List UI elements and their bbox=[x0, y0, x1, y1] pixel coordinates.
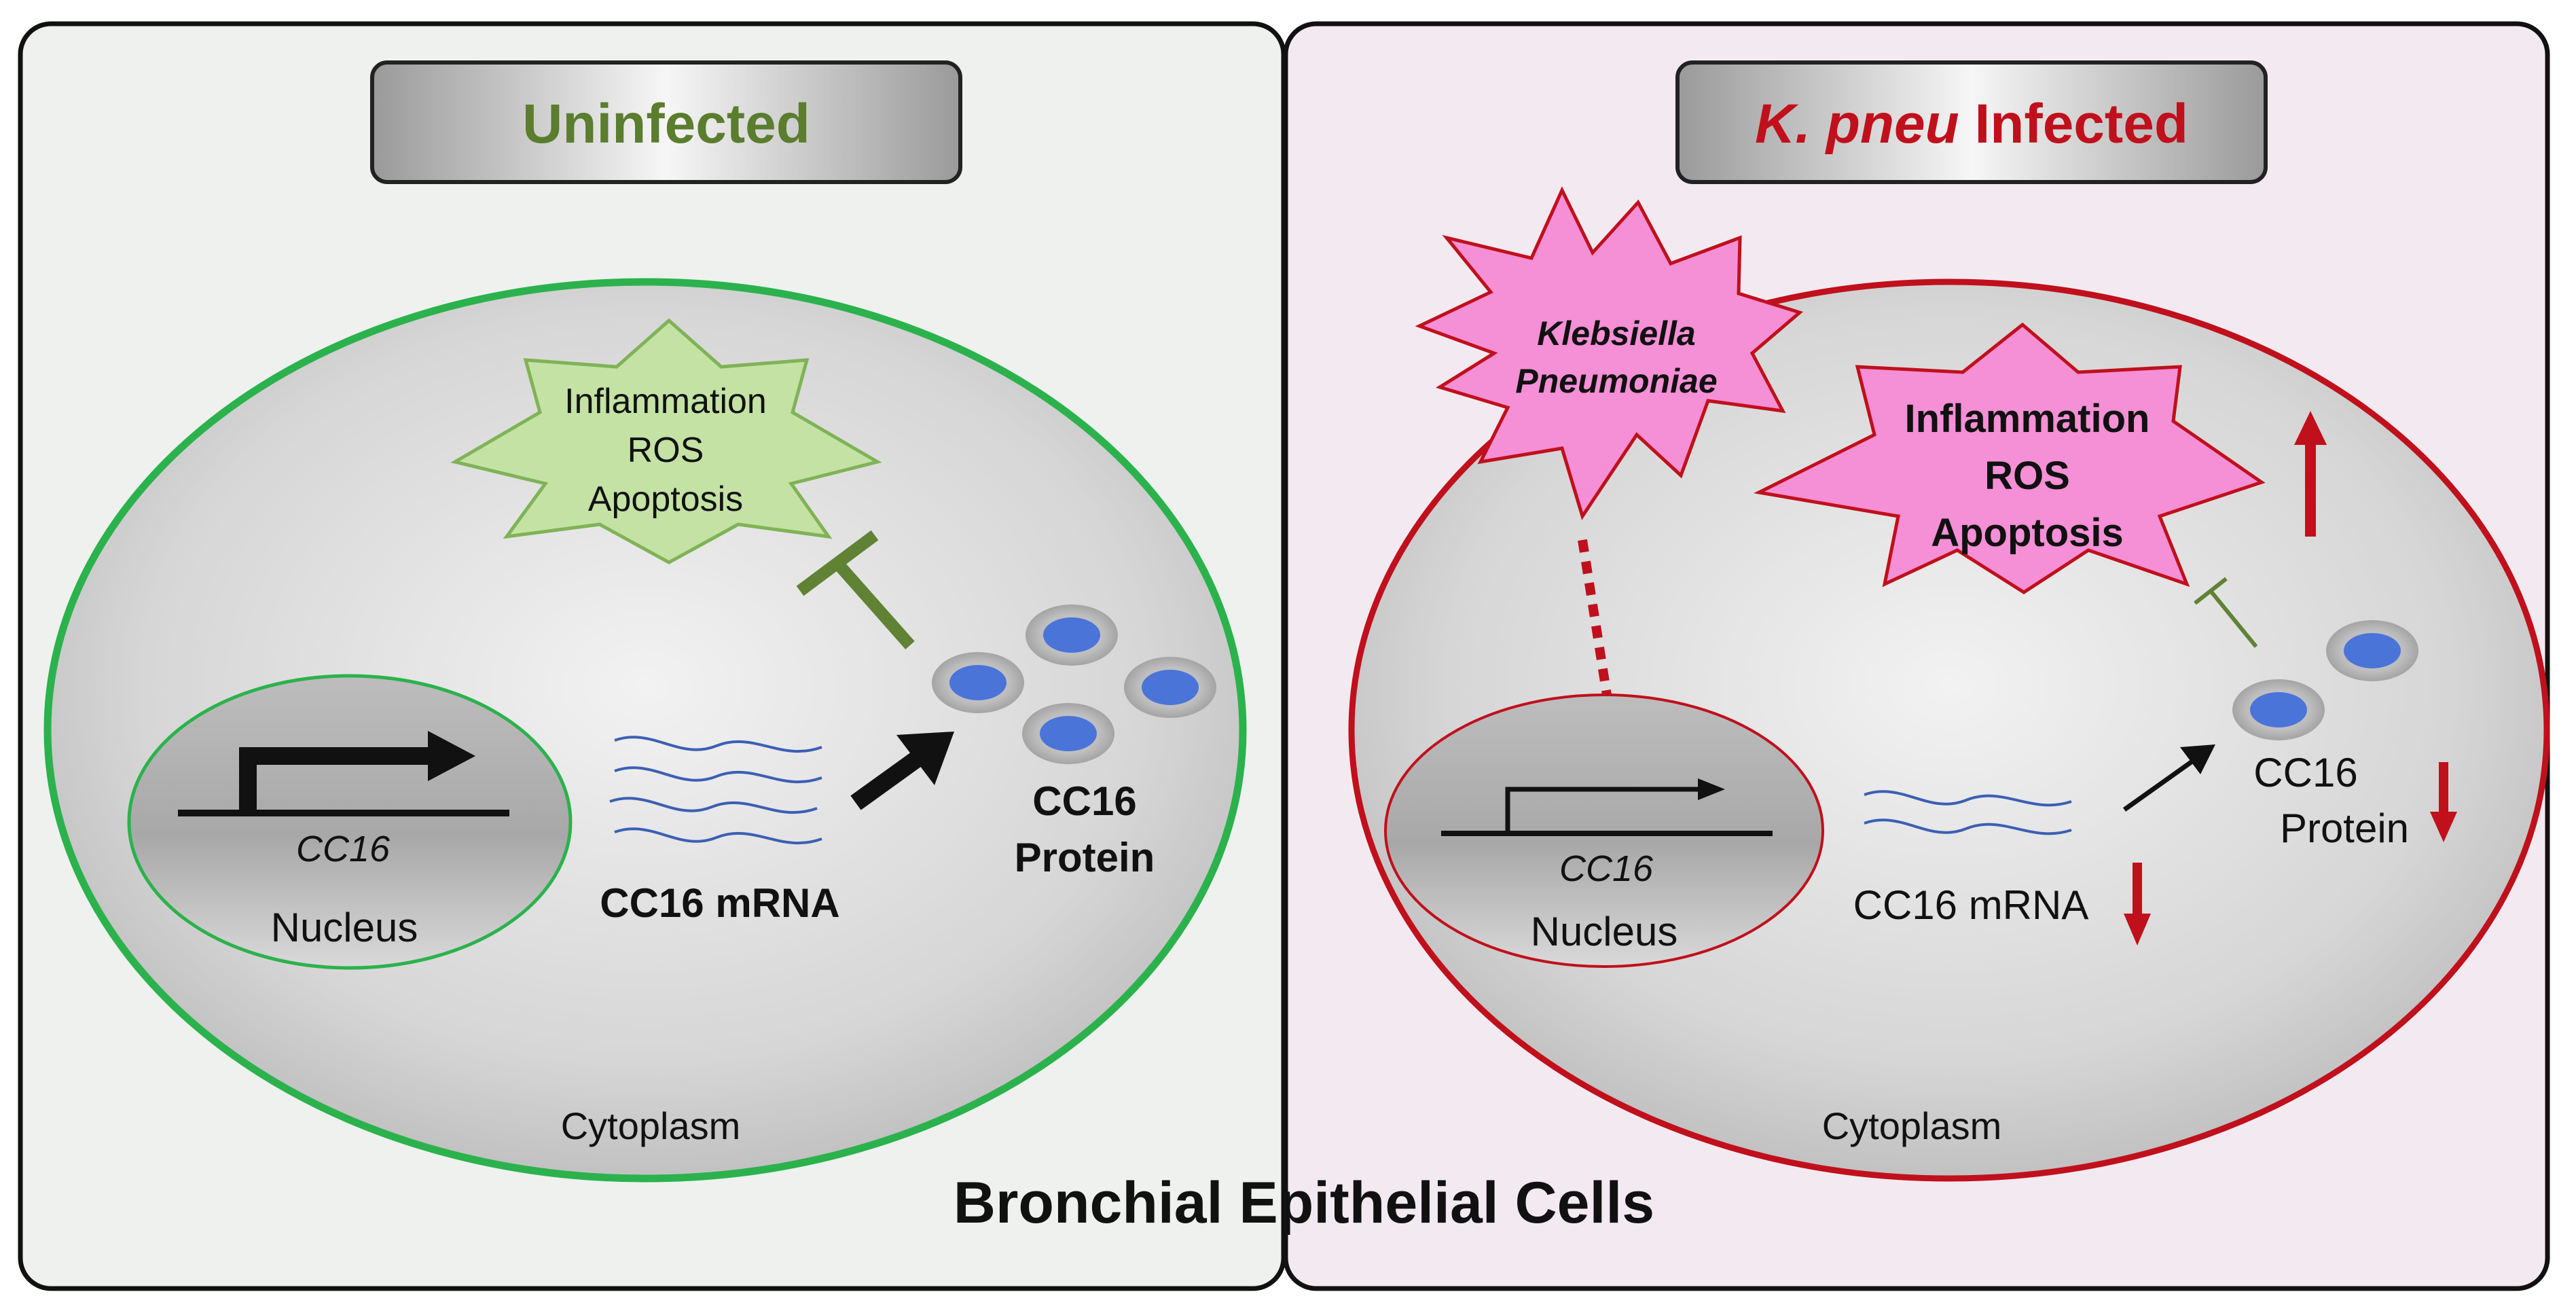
pathogen-line1: Klebsiella bbox=[1537, 314, 1695, 353]
right-mrna-label: CC16 mRNA bbox=[1853, 882, 2089, 928]
right-promoter-arrow-icon bbox=[1441, 778, 1773, 836]
left-title-box bbox=[370, 60, 962, 184]
right-gene-label: CC16 bbox=[1559, 848, 1654, 889]
right-effects-star bbox=[1754, 322, 2266, 594]
infected-panel: K. pneu Infected Klebsiella Pneumoniae I… bbox=[1283, 21, 2550, 1291]
right-inhibition-tbar-icon bbox=[2194, 577, 2258, 648]
left-protein-line1: CC16 bbox=[1032, 778, 1136, 824]
right-nucleus-label: Nucleus bbox=[1531, 909, 1678, 954]
right-protein-line2: Protein bbox=[2280, 806, 2409, 851]
right-protein-line1: CC16 bbox=[2253, 750, 2357, 795]
right-mrna-strands bbox=[1864, 790, 2072, 835]
right-star-line1: Inflammation bbox=[1905, 397, 2150, 441]
left-protein-cluster bbox=[932, 605, 1216, 764]
inhibition-tbar-icon bbox=[796, 530, 915, 649]
left-title: Uninfected bbox=[522, 93, 810, 155]
left-star-line3: Apoptosis bbox=[588, 480, 743, 519]
uninfected-panel: Uninfected Inflammation ROS Apoptosis CC… bbox=[18, 21, 1286, 1291]
right-protein-cluster bbox=[2232, 620, 2418, 740]
right-activation-arrow-icon bbox=[2122, 744, 2215, 812]
right-title-rest: Infected bbox=[1959, 93, 2188, 155]
promoter-arrow-icon bbox=[178, 731, 509, 816]
up-arrow-icon bbox=[2294, 411, 2327, 537]
right-title: K. pneu Infected bbox=[1755, 93, 2188, 155]
left-mrna-strands bbox=[609, 736, 822, 845]
left-star-line2: ROS bbox=[628, 431, 704, 470]
left-mrna-label: CC16 mRNA bbox=[600, 880, 839, 926]
right-cytoplasm-label: Cytoplasm bbox=[1822, 1104, 2002, 1147]
left-protein-line2: Protein bbox=[1015, 835, 1155, 880]
protein-down-arrow-icon bbox=[2430, 762, 2457, 842]
left-nucleus-label: Nucleus bbox=[271, 905, 418, 950]
footer-label: Bronchial Epithelial Cells bbox=[954, 1170, 1654, 1236]
activation-arrow-icon bbox=[850, 732, 954, 810]
left-gene-label: CC16 bbox=[296, 829, 391, 869]
pathogen-burst bbox=[1415, 186, 1804, 520]
right-title-italic: K. pneu bbox=[1755, 93, 1959, 155]
pathogen-line2: Pneumoniae bbox=[1515, 362, 1717, 400]
mrna-down-arrow-icon bbox=[2124, 863, 2151, 945]
right-star-line2: ROS bbox=[1984, 454, 2070, 498]
right-star-line3: Apoptosis bbox=[1931, 511, 2124, 555]
left-star-line1: Inflammation bbox=[564, 382, 767, 421]
right-title-box bbox=[1675, 60, 2268, 184]
left-cytoplasm-label: Cytoplasm bbox=[561, 1104, 741, 1147]
left-effects-star bbox=[450, 318, 882, 564]
